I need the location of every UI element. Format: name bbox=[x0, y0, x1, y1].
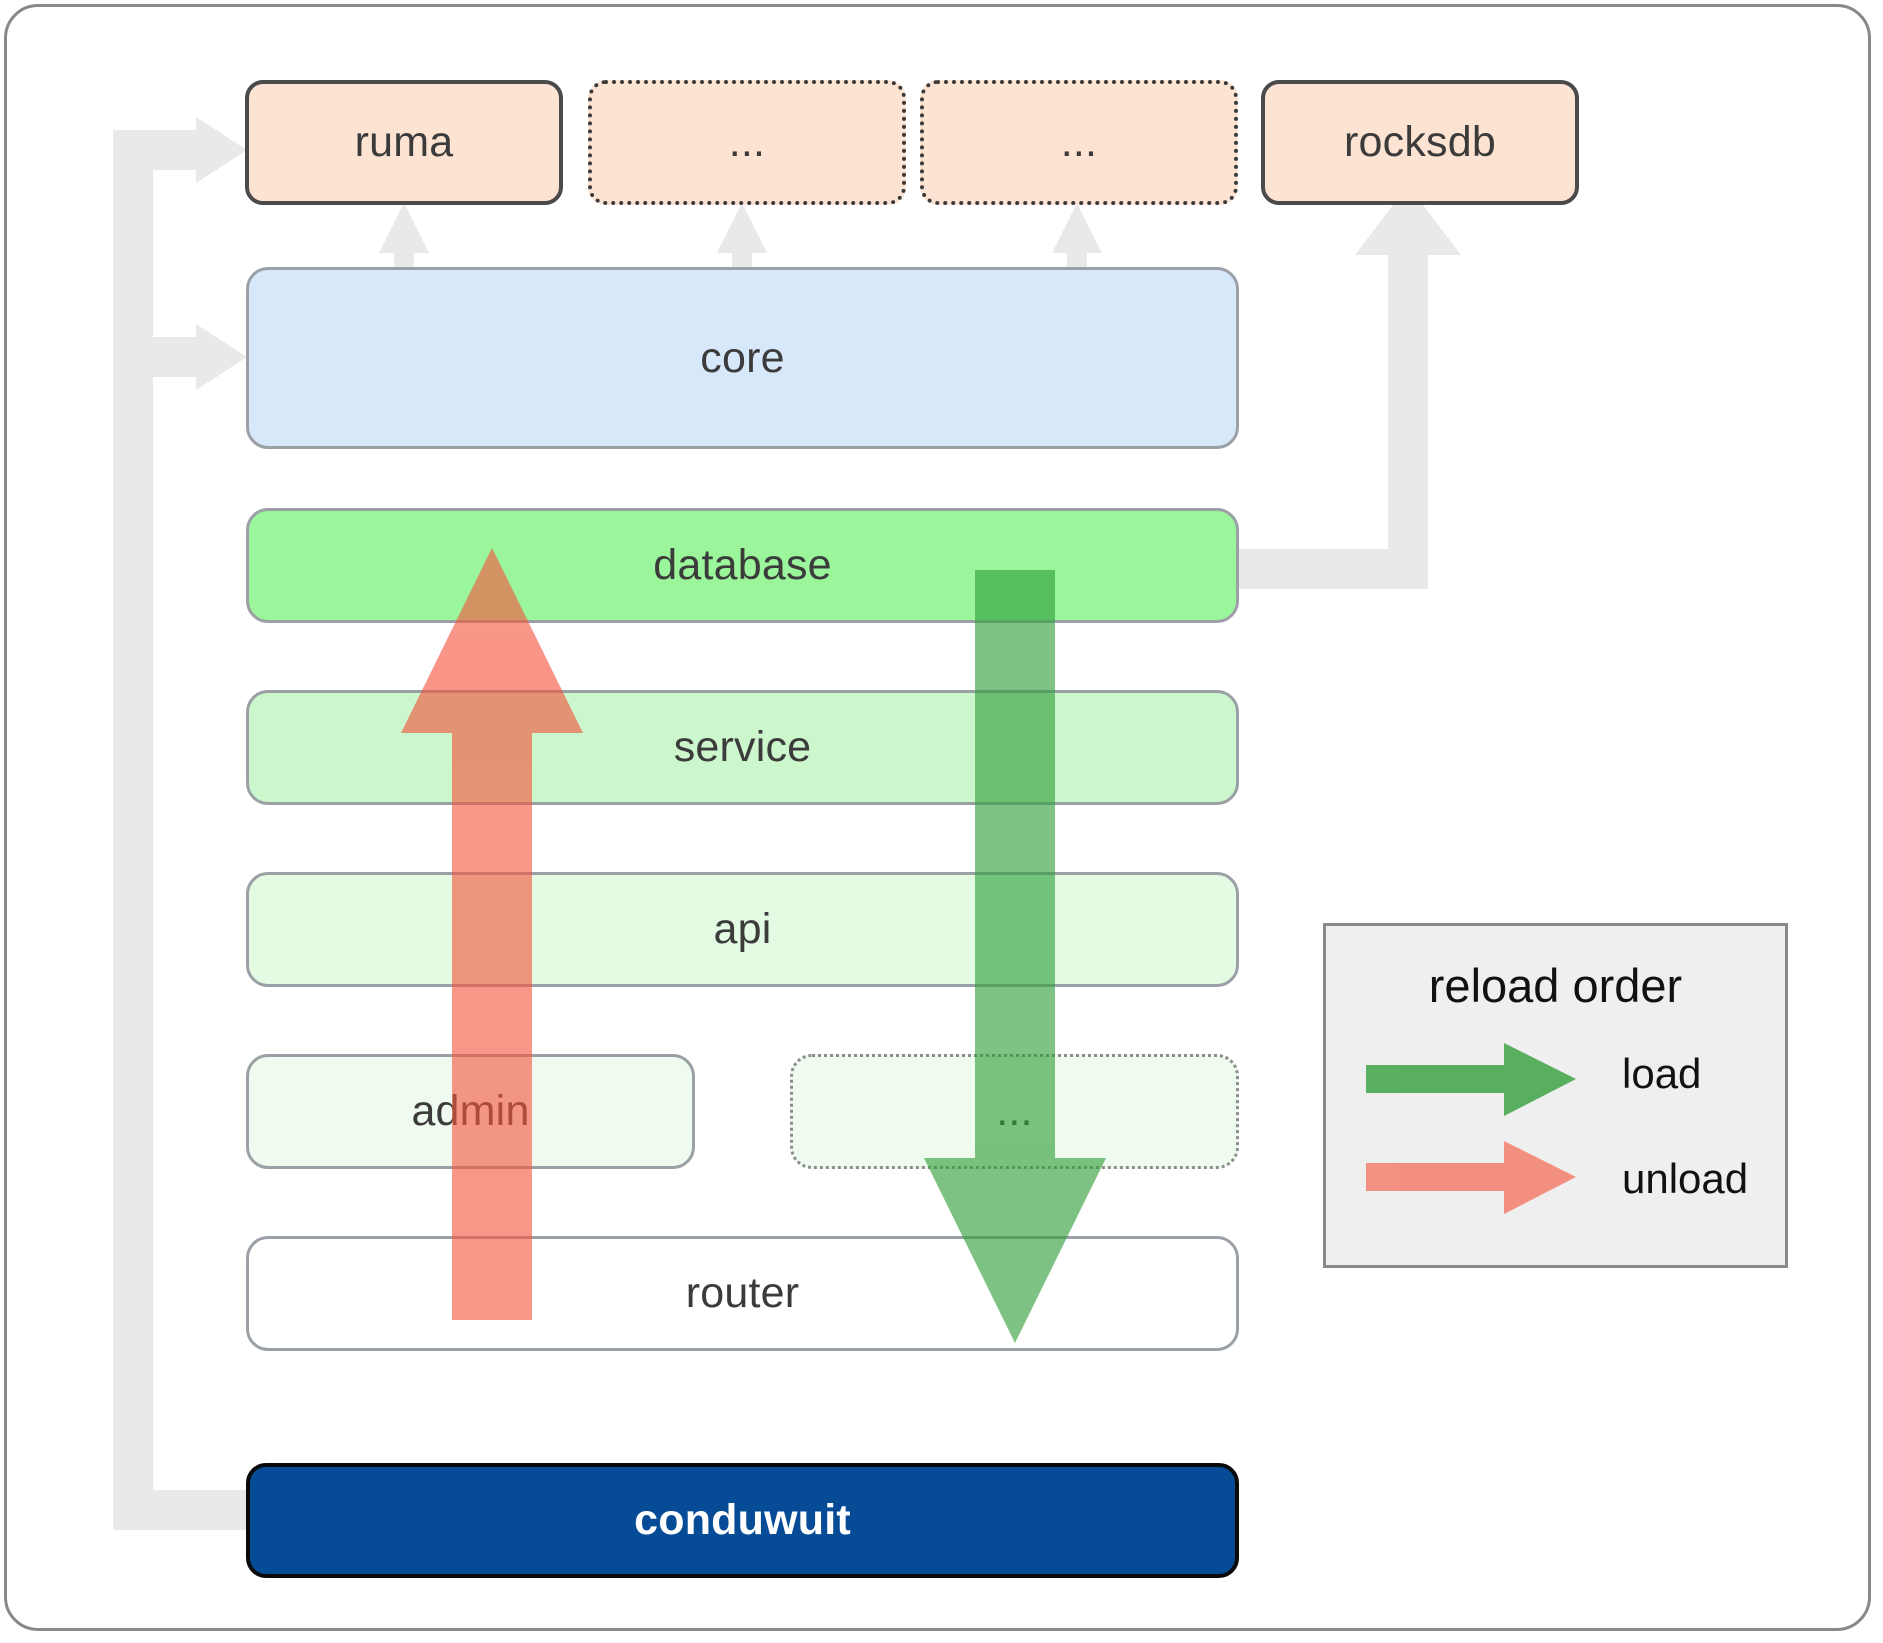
layer-box-api[interactable]: api bbox=[246, 872, 1239, 987]
legend-arrow-glyphs bbox=[1366, 1043, 1576, 1214]
layer-box-router[interactable]: router bbox=[246, 1236, 1239, 1351]
dependency-box-rocksdb[interactable]: rocksdb bbox=[1261, 80, 1579, 205]
binary-box-conduwuit[interactable]: conduwuit bbox=[246, 1463, 1239, 1578]
binary-label: conduwuit bbox=[634, 1496, 851, 1544]
core-label: core bbox=[700, 333, 785, 382]
diagram-frame bbox=[4, 4, 1871, 1631]
core-box[interactable]: core bbox=[246, 267, 1239, 449]
layer-label: router bbox=[685, 1269, 800, 1317]
legend-title: reload order bbox=[1428, 959, 1683, 1012]
layer-label: service bbox=[673, 723, 812, 771]
dependency-label: ... bbox=[1060, 118, 1098, 166]
layer-label: admin bbox=[411, 1087, 530, 1135]
legend-label-unload: unload bbox=[1622, 1155, 1749, 1202]
layer-label: database bbox=[653, 541, 832, 589]
dependency-box-ruma[interactable]: ruma bbox=[245, 80, 563, 205]
dependency-label: ruma bbox=[354, 118, 454, 166]
layer-label: ... bbox=[996, 1087, 1033, 1135]
layer-box-admin[interactable]: admin bbox=[246, 1054, 695, 1169]
layer-box-service[interactable]: service bbox=[246, 690, 1239, 805]
dependency-box-3[interactable]: ... bbox=[920, 80, 1238, 205]
dependency-label: ... bbox=[728, 118, 766, 166]
layer-label: api bbox=[713, 905, 772, 953]
legend-load-arrow bbox=[1366, 1043, 1576, 1116]
legend-panel: reload order load unload bbox=[1323, 923, 1788, 1268]
legend-label-load: load bbox=[1622, 1050, 1702, 1097]
dependency-label: rocksdb bbox=[1344, 118, 1496, 166]
dependency-box-2[interactable]: ... bbox=[588, 80, 906, 205]
legend-unload-arrow bbox=[1366, 1141, 1576, 1214]
layer-box-database[interactable]: database bbox=[246, 508, 1239, 623]
layer-box-more[interactable]: ... bbox=[790, 1054, 1239, 1169]
